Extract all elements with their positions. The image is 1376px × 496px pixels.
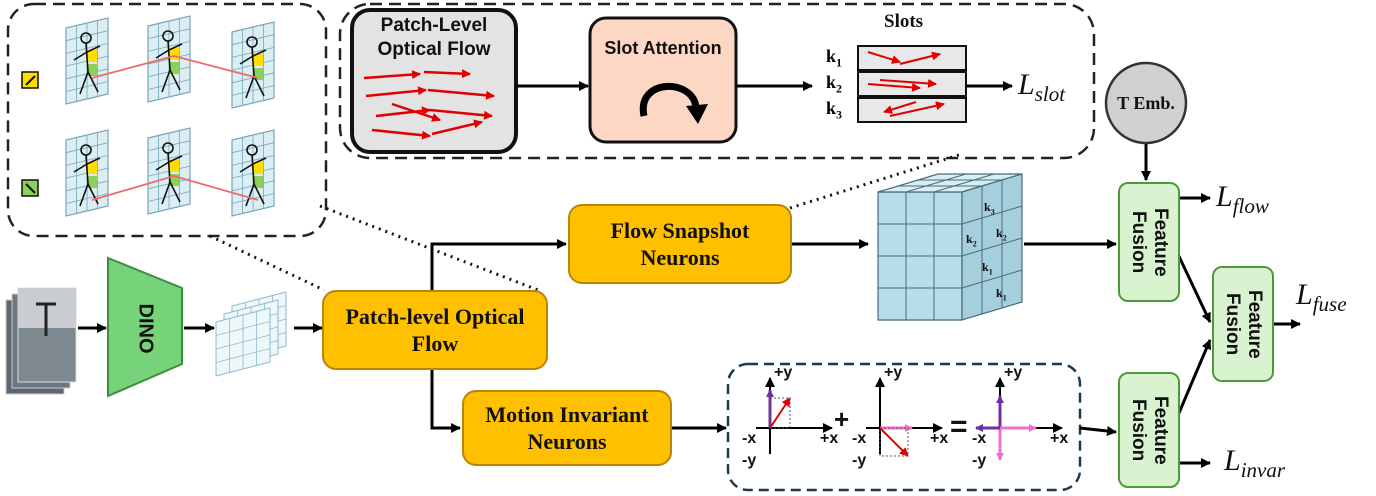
red-vector	[879, 427, 909, 457]
feature-grids	[215, 291, 287, 377]
flow-snapshot-node: Flow Snapshot Neurons	[568, 204, 792, 284]
flow-arrow	[391, 102, 441, 122]
equals-sign: =	[950, 410, 968, 443]
loss-slot: Lslot	[1018, 68, 1066, 106]
yellow-patch	[253, 54, 263, 66]
stick-figure-icon	[155, 30, 183, 93]
stick-figure-icon	[73, 32, 101, 95]
green-patch	[253, 68, 263, 80]
slot-attention-title: Slot Attention	[604, 38, 722, 58]
axis-pos-x: +x	[930, 430, 949, 447]
cube-key-0: k3	[984, 200, 995, 217]
patch-grid	[231, 129, 275, 217]
stick-figure-icon	[239, 144, 267, 207]
flow-arrow	[431, 119, 483, 136]
feature-fusion-bottom: Feature Fusion	[1118, 372, 1180, 488]
patch-grid	[147, 15, 191, 103]
patch-level-flow-node: Patch-level Optical Flow	[322, 290, 548, 370]
vector-diagram	[756, 377, 1063, 461]
patch-match-panel	[6, 2, 328, 238]
flow-arrow	[375, 106, 431, 118]
axis-neg-y: -y	[972, 452, 987, 469]
yellow-match-line	[91, 55, 259, 79]
slot-panel	[338, 2, 1096, 160]
axis-neg-y: -y	[742, 452, 757, 469]
axes-3	[975, 377, 1063, 461]
flow-snapshot-cube	[877, 173, 1023, 321]
cube-key-1: k2	[966, 232, 977, 249]
red-vector	[769, 397, 791, 429]
green-patch	[253, 176, 263, 188]
patch-grid	[147, 127, 191, 215]
feature-fusion-top: Feature Fusion	[1118, 182, 1180, 302]
axis-pos-x: +x	[820, 430, 839, 447]
green-patch	[87, 64, 97, 76]
flow-arrow	[427, 88, 495, 100]
motion-invariant-node: Motion Invariant Neurons	[462, 390, 672, 466]
stick-figure-icon	[73, 144, 101, 207]
slots-stack	[857, 45, 967, 123]
loss-fuse: Lfuse	[1296, 278, 1347, 316]
green-patch	[169, 174, 179, 186]
patch-grid	[231, 21, 275, 109]
video-frames-icon	[5, 287, 77, 395]
loss-invar: Linvar	[1224, 444, 1286, 482]
green-match-line	[91, 175, 259, 201]
axis-neg-x: -x	[742, 430, 757, 447]
rotate-arrow-icon	[639, 83, 708, 124]
yellow-patch	[253, 162, 263, 174]
stick-figure-icon	[155, 142, 183, 205]
patch-grid	[65, 17, 109, 105]
flow-arrows	[363, 69, 495, 140]
axis-pos-y: +y	[884, 364, 903, 381]
axis-neg-x: -x	[852, 430, 867, 447]
green-patch	[169, 62, 179, 74]
cube-key-4: k1	[996, 286, 1007, 303]
slot-attention-box	[588, 16, 738, 144]
feature-grid	[215, 307, 271, 377]
plus-sign: +	[834, 404, 850, 434]
axes-1	[756, 377, 833, 454]
vector-panel	[726, 362, 1082, 492]
axis-neg-y: -y	[852, 452, 867, 469]
loss-flow: Lflow	[1216, 180, 1269, 218]
axis-pos-y: +y	[774, 364, 793, 381]
flow-arrow	[429, 108, 493, 120]
slot-key-2: k2	[826, 72, 843, 96]
slot-key-3: k3	[826, 98, 843, 122]
axis-pos-x: +x	[1050, 430, 1069, 447]
dino-label: DINO	[134, 303, 157, 353]
patch-match-figures	[65, 15, 275, 217]
connectors	[78, 81, 1301, 468]
dino-block	[107, 256, 183, 398]
slot-key-1: k1	[826, 46, 843, 70]
flow-arrow	[363, 70, 421, 80]
yellow-patch	[169, 160, 179, 172]
green-patch	[87, 176, 97, 188]
stick-figure-icon	[239, 36, 267, 99]
t-emb-circle	[1104, 61, 1188, 145]
patch-grid	[65, 129, 109, 217]
axes-2	[866, 377, 943, 457]
yellow-patch	[169, 48, 179, 60]
yellow-patch	[87, 162, 97, 174]
flow-box	[350, 8, 518, 154]
patch-flow-title: Patch-Level Optical Flow	[377, 15, 491, 60]
flow-arrow	[423, 69, 471, 79]
flow-arrow	[371, 128, 431, 140]
axis-pos-y: +y	[1004, 364, 1023, 381]
feature-fusion-mid: Feature Fusion	[1212, 266, 1274, 382]
slots-title: Slots	[884, 11, 924, 32]
axis-neg-x: -x	[972, 430, 987, 447]
cube-key-2: k2	[996, 226, 1007, 243]
flow-arrow	[365, 86, 427, 98]
cube-key-3: k1	[982, 260, 993, 277]
t-emb-label: T Emb.	[1117, 92, 1175, 113]
yellow-patch	[87, 50, 97, 62]
